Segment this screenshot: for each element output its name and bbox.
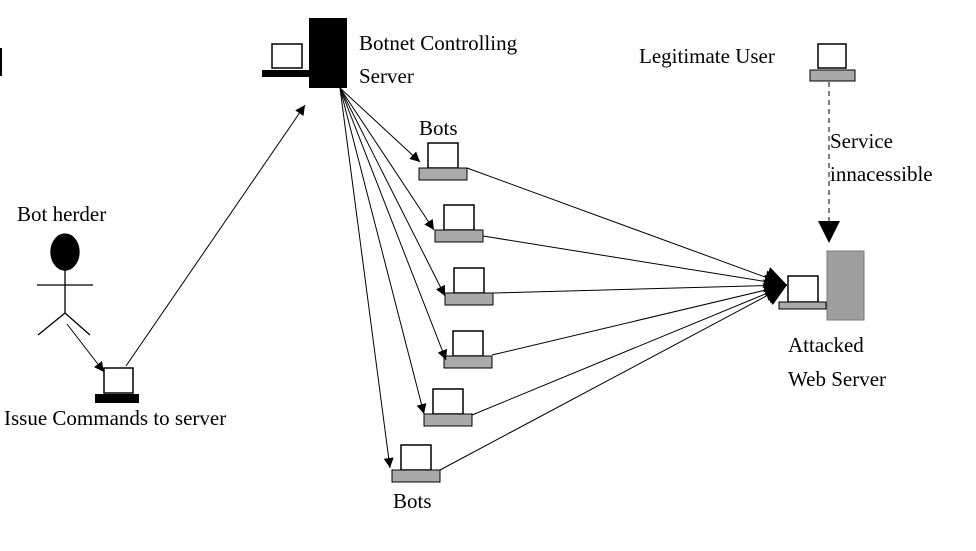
arrow-bot-1-to-target	[466, 167, 788, 288]
service-label-line1: Service	[830, 129, 893, 153]
arrow-server-to-bot-6	[339, 87, 394, 469]
computer-base-icon	[443, 355, 493, 369]
server-tower-icon	[309, 18, 347, 88]
bot-5	[423, 388, 473, 427]
attacked-web-server	[778, 250, 865, 321]
arrow-bot-6-to-target	[439, 284, 788, 471]
computer-icon	[787, 275, 819, 303]
botnet-controlling-server	[262, 18, 347, 88]
controller-monitor-icon	[271, 43, 303, 69]
computer-icon	[400, 444, 432, 471]
attacked-label-line1: Attacked	[788, 333, 864, 357]
computer-base-icon	[391, 469, 441, 483]
arrow-bot-4-to-target	[491, 279, 788, 356]
computer-base-icon	[418, 167, 468, 181]
bot-6	[391, 444, 441, 483]
arrow-commands-to-server	[125, 104, 306, 367]
bot-2	[434, 204, 484, 243]
arrow-server-to-bot-4	[339, 87, 448, 361]
arrow-bot-5-to-target	[471, 283, 788, 416]
stick-figure-icon	[37, 233, 93, 336]
attacked-label-line2: Web Server	[788, 367, 887, 391]
computer-icon	[432, 388, 464, 415]
arrow-server-to-bot-2	[339, 87, 435, 231]
arrow-server-to-bot-3	[339, 87, 446, 297]
bots-label-bottom: Bots	[393, 489, 432, 513]
bot-1	[418, 142, 468, 181]
arrow-herder-to-computer	[66, 323, 105, 373]
computer-base-icon	[778, 301, 827, 310]
arrow-bot-3-to-target	[492, 274, 788, 297]
computer-icon	[427, 142, 459, 169]
legitimate-user-label: Legitimate User	[639, 44, 775, 68]
computer-icon	[443, 204, 475, 231]
arrow-bot-2-to-target	[482, 235, 788, 293]
arrow-server-to-bot-5	[339, 87, 427, 415]
bots-label-top: Bots	[419, 116, 458, 140]
computer-base-icon	[444, 292, 494, 306]
computer-base-icon	[423, 413, 473, 427]
computer-base-icon	[809, 69, 856, 82]
bot-herder-label: Bot herder	[17, 202, 107, 226]
controller-label-line1: Botnet Controlling	[359, 31, 518, 55]
controller-label-line2: Server	[359, 64, 414, 88]
arrow-server-to-bot-1	[339, 87, 421, 163]
computer-icon	[103, 367, 134, 394]
computer-icon	[453, 267, 485, 294]
computer-base-icon	[95, 394, 139, 403]
herder-computer	[95, 367, 139, 403]
computer-icon	[817, 43, 847, 69]
legitimate-user-computer	[809, 43, 856, 82]
computer-icon	[452, 330, 484, 357]
computer-base-icon	[434, 229, 484, 243]
server-tower-icon	[826, 250, 865, 321]
issue-commands-label: Issue Commands to server	[4, 406, 227, 430]
controller-keyboard-icon	[262, 70, 312, 77]
bot-3	[444, 267, 494, 306]
bot-4	[443, 330, 493, 369]
service-label-line2: innacessible	[830, 162, 933, 186]
